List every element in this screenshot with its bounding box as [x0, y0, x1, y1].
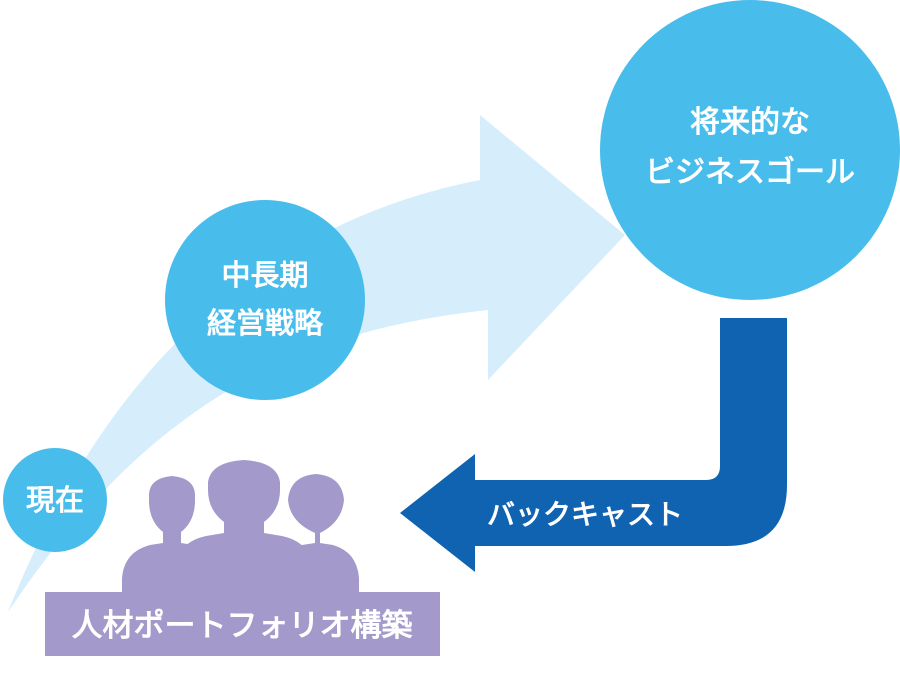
node-mid-term-label-line1: 中長期	[221, 258, 308, 292]
people-label-background	[45, 592, 440, 656]
node-goal: 将来的な ビジネスゴール	[600, 0, 900, 300]
node-mid-term-circle	[165, 200, 365, 400]
people-group-icon	[122, 460, 359, 593]
node-goal-label-line1: 将来的な	[690, 105, 810, 140]
growth-arrow	[8, 115, 625, 612]
people-label: 人材ポートフォリオ構築	[72, 608, 414, 644]
backcast-label: バックキャスト	[487, 498, 683, 531]
node-mid-term: 中長期 経営戦略	[165, 200, 365, 400]
node-goal-label-line2: ビジネスゴール	[645, 155, 855, 190]
node-mid-term-label-line2: 経営戦略	[207, 306, 324, 340]
node-current: 現在	[3, 448, 107, 552]
people-label-bar: 人材ポートフォリオ構築	[45, 592, 440, 656]
node-current-circle	[3, 448, 107, 552]
backcast-arrow: バックキャスト	[400, 318, 787, 572]
backcast-arrow-shape	[400, 318, 787, 572]
node-goal-circle	[600, 0, 900, 300]
node-current-label: 現在	[26, 483, 84, 517]
